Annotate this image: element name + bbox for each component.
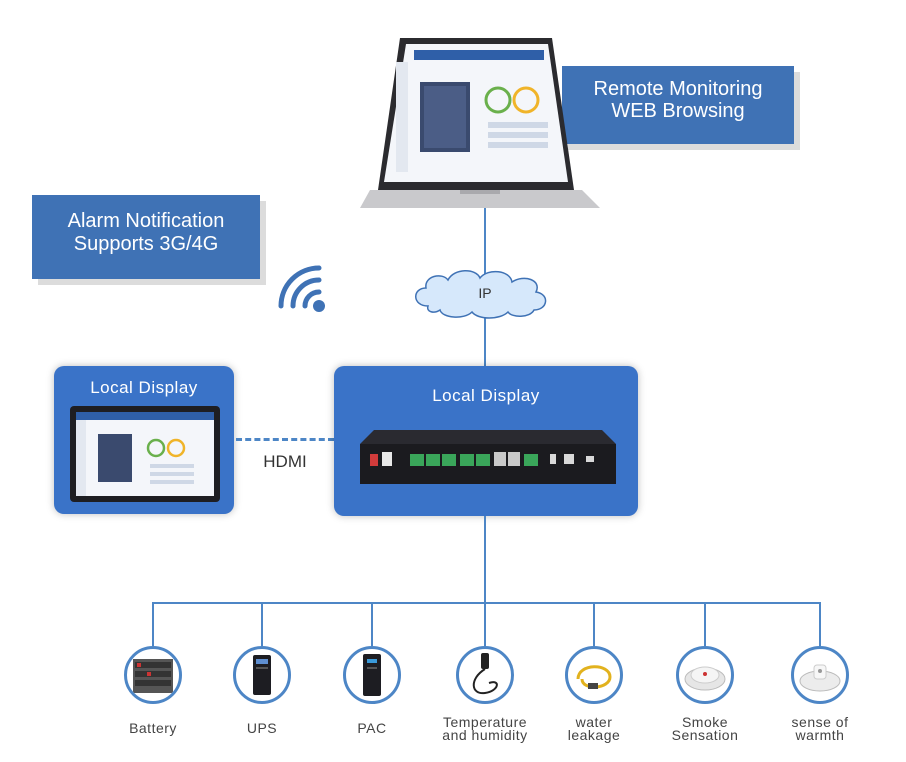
link-cloud-panel xyxy=(484,312,486,366)
device-label-line: Temperature xyxy=(442,714,528,730)
heat-detector-icon xyxy=(791,646,849,704)
remote-monitoring-callout: Remote Monitoring WEB Browsing xyxy=(562,66,794,144)
device-label-line: and humidity xyxy=(442,727,528,743)
remote-callout-line1: Remote Monitoring xyxy=(593,78,763,100)
device-drop-line xyxy=(371,602,373,646)
device-label-line: UPS xyxy=(246,720,278,736)
device-label-line: Smoke xyxy=(681,714,729,730)
pac-icon xyxy=(343,646,401,704)
local-display-center-title: Local Display xyxy=(432,386,540,405)
link-laptop-cloud xyxy=(484,208,486,278)
device-bus xyxy=(152,602,820,604)
hdmi-link xyxy=(236,438,334,441)
device-label-line: sense of xyxy=(791,714,849,730)
device-label-line: PAC xyxy=(357,720,387,736)
alarm-notification-callout: Alarm Notification Supports 3G/4G xyxy=(32,195,260,279)
laptop-icon xyxy=(360,38,600,208)
ups-icon xyxy=(233,646,291,704)
local-display-panel-center: Local Display xyxy=(334,366,638,516)
monitoring-host-icon xyxy=(360,430,616,484)
hdmi-label: HDMI xyxy=(263,452,307,471)
alarm-callout-line1: Alarm Notification xyxy=(67,210,225,232)
device-drop-line xyxy=(593,602,595,646)
local-display-panel-left: Local Display xyxy=(54,366,234,514)
device-label: UPS xyxy=(202,720,322,736)
temperature-sensor-icon xyxy=(456,646,514,704)
device-label-line: warmth xyxy=(795,727,845,743)
device-drop-line xyxy=(819,602,821,646)
device-label: PAC xyxy=(312,720,432,736)
device-drop-line xyxy=(261,602,263,646)
device-label: Battery xyxy=(93,720,213,736)
local-display-left-title: Local Display xyxy=(90,378,198,397)
remote-callout-line2: WEB Browsing xyxy=(611,100,745,122)
ip-cloud-label: IP xyxy=(478,285,492,301)
device-drop-line xyxy=(704,602,706,646)
device-drop-line xyxy=(484,602,486,646)
smoke-detector-icon xyxy=(676,646,734,704)
ip-cloud-icon xyxy=(415,270,547,319)
device-label-line: water xyxy=(575,714,613,730)
battery-rack-icon xyxy=(124,646,182,704)
device-drop-line xyxy=(152,602,154,646)
water-leak-cable-icon xyxy=(565,646,623,704)
device-label-line: Battery xyxy=(129,720,177,736)
wifi-signal-icon xyxy=(278,265,325,312)
device-label-line: Sensation xyxy=(671,727,739,743)
device-label-line: leakage xyxy=(567,727,621,743)
alarm-callout-line2: Supports 3G/4G xyxy=(73,233,219,255)
link-panel-bus xyxy=(484,516,486,604)
touch-screen-icon xyxy=(70,406,220,502)
